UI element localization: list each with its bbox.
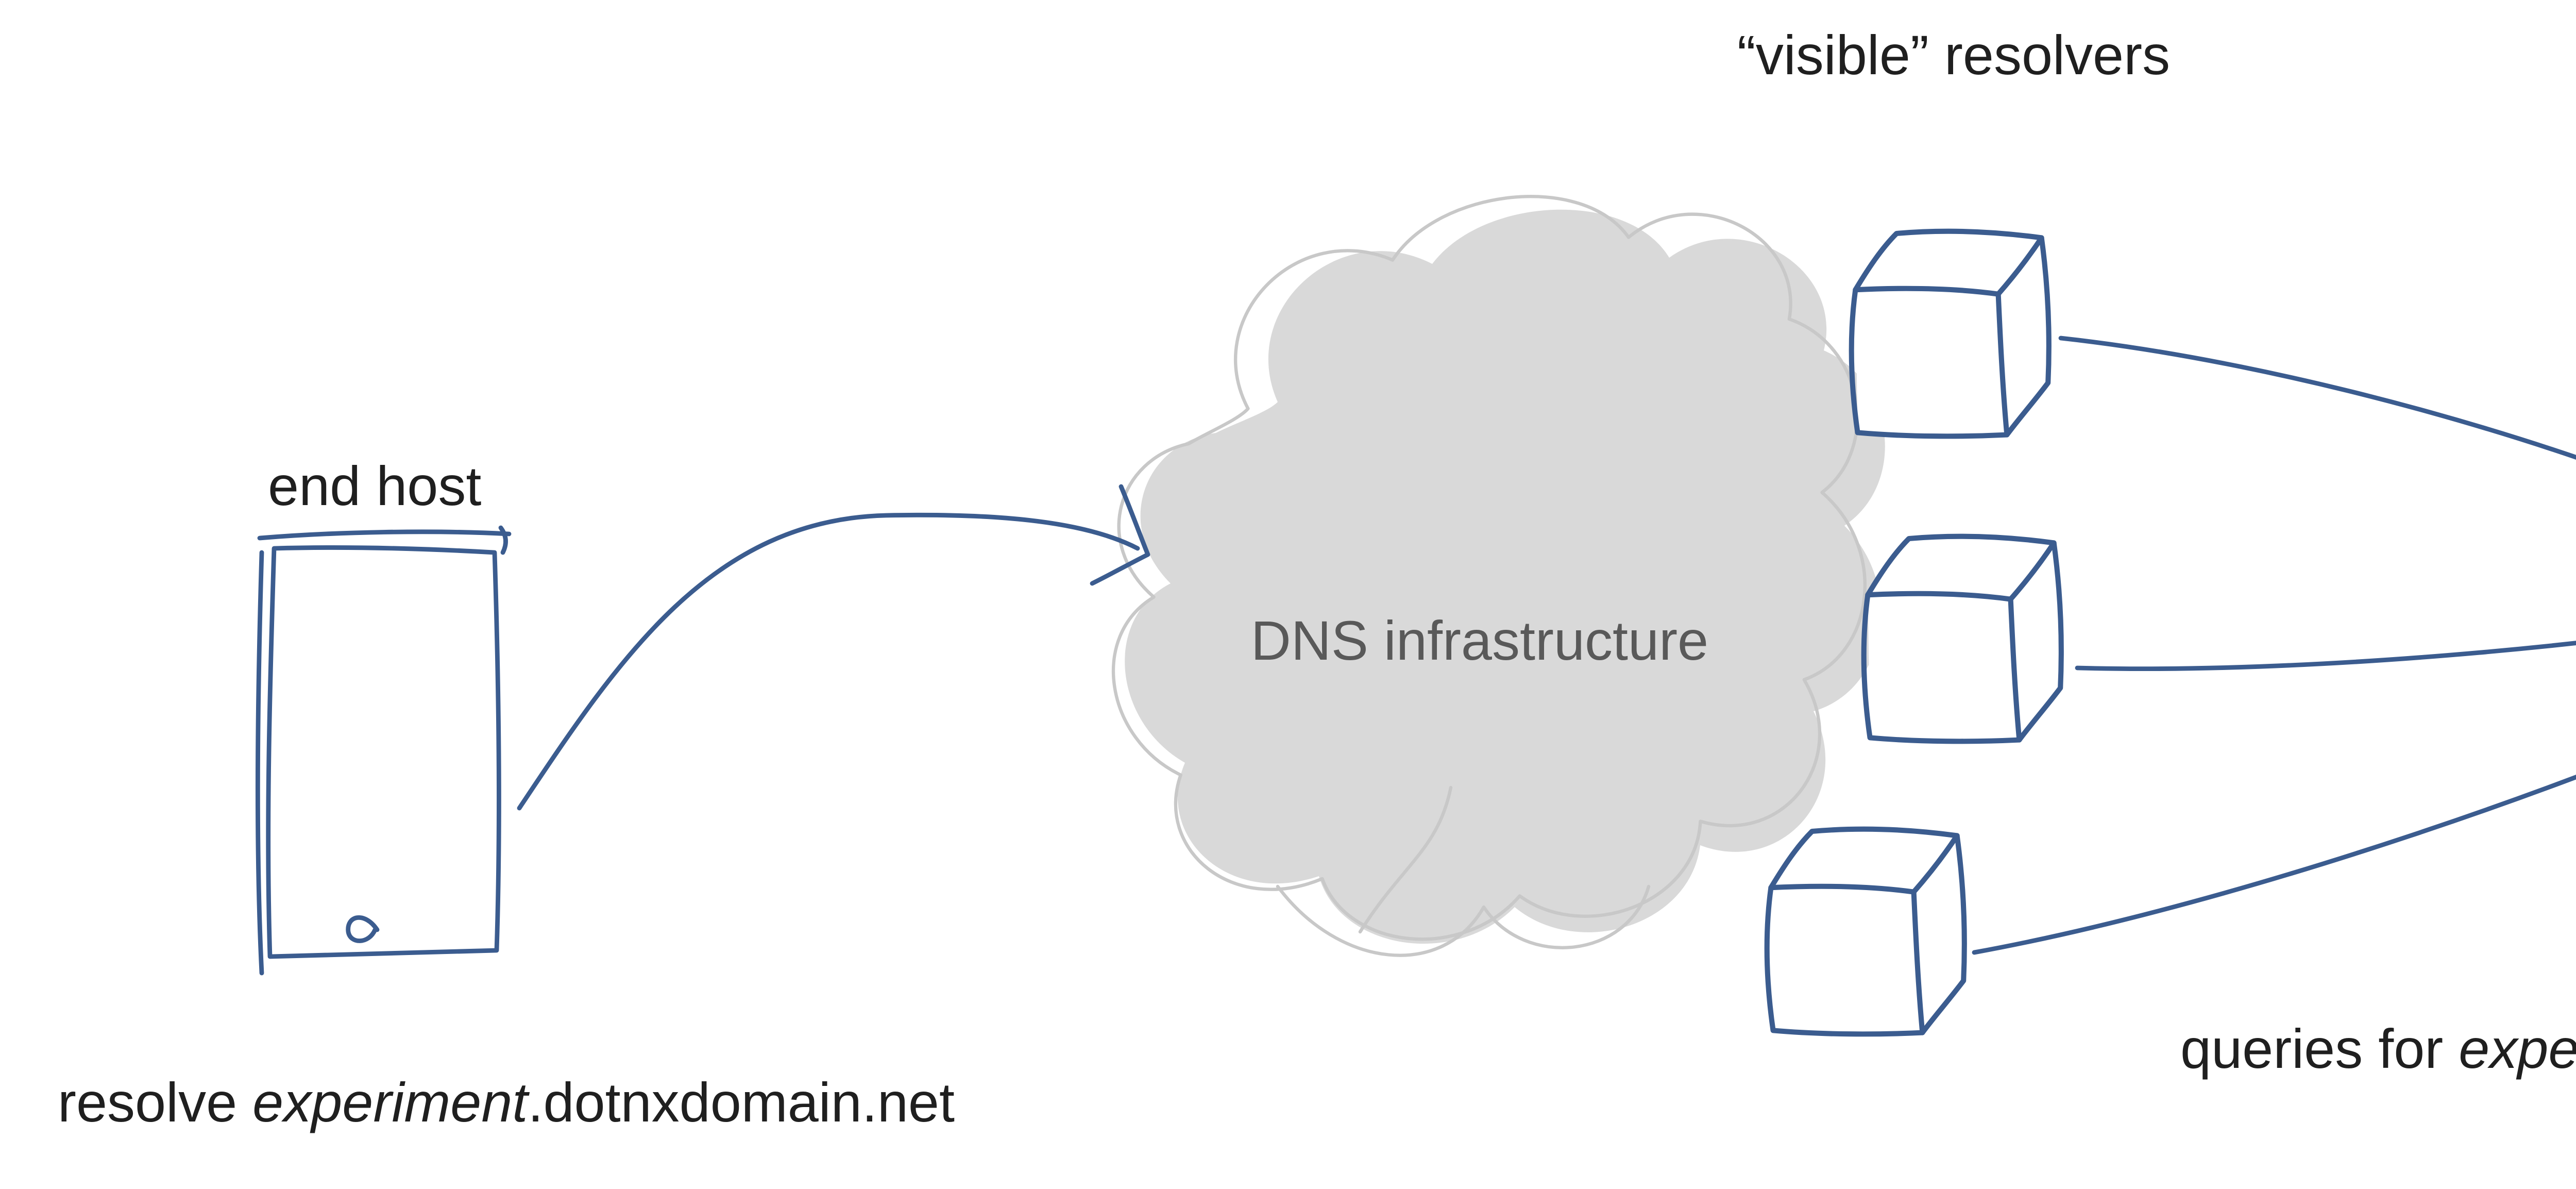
queries-caption-italic: experiment xyxy=(2459,1017,2576,1080)
end-host-box xyxy=(266,545,501,959)
arrow-curve xyxy=(2075,641,2576,672)
end-host: end host xyxy=(256,455,512,976)
resolver-cube-1-icon xyxy=(1852,231,2049,437)
resolve-caption-italic: experiment xyxy=(252,1071,530,1133)
resolver-cube-3-icon xyxy=(1767,829,1964,1034)
end-host-label: end host xyxy=(268,455,481,517)
resolve-caption: resolve experiment.dotnxdomain.net xyxy=(58,1071,955,1133)
cloud-shape xyxy=(1125,209,1885,944)
arrow-curve xyxy=(2058,336,2576,460)
cloud-bottom-doodle xyxy=(1276,884,1651,957)
arrow-curve xyxy=(1972,775,2576,955)
arrowhead-icon xyxy=(1090,484,1150,586)
arrow-curve xyxy=(517,512,1140,811)
end-host-box-topline xyxy=(257,529,512,541)
end-host-box-leftline xyxy=(256,550,264,976)
end-host-doodle xyxy=(346,915,380,943)
resolver2-to-server-arrow xyxy=(2075,641,2576,672)
queries-caption-prefix: queries for xyxy=(2180,1017,2459,1080)
cloud-leaf-doodle xyxy=(1358,785,1453,934)
resolve-caption-prefix: resolve xyxy=(58,1071,252,1133)
resolve-caption-suffix: .dotnxdomain.net xyxy=(528,1071,955,1133)
dns-infrastructure-label: DNS infrastructure xyxy=(1251,609,1708,672)
endhost-to-dns-arrow xyxy=(517,484,1150,811)
dns-cloud: DNS infrastructure xyxy=(1111,195,1885,957)
resolver-cube-2-icon xyxy=(1864,537,2061,742)
end-host-box-corner-tick xyxy=(498,525,508,555)
cloud-outline-icon xyxy=(1111,195,1867,941)
visible-resolvers-label: “visible” resolvers xyxy=(1737,24,2170,86)
queries-caption: queries for experiment.dotnxdomain.net xyxy=(2180,1017,2576,1080)
resolver3-to-server-arrow xyxy=(1972,775,2576,955)
resolver1-to-server-arrow xyxy=(2058,336,2576,460)
